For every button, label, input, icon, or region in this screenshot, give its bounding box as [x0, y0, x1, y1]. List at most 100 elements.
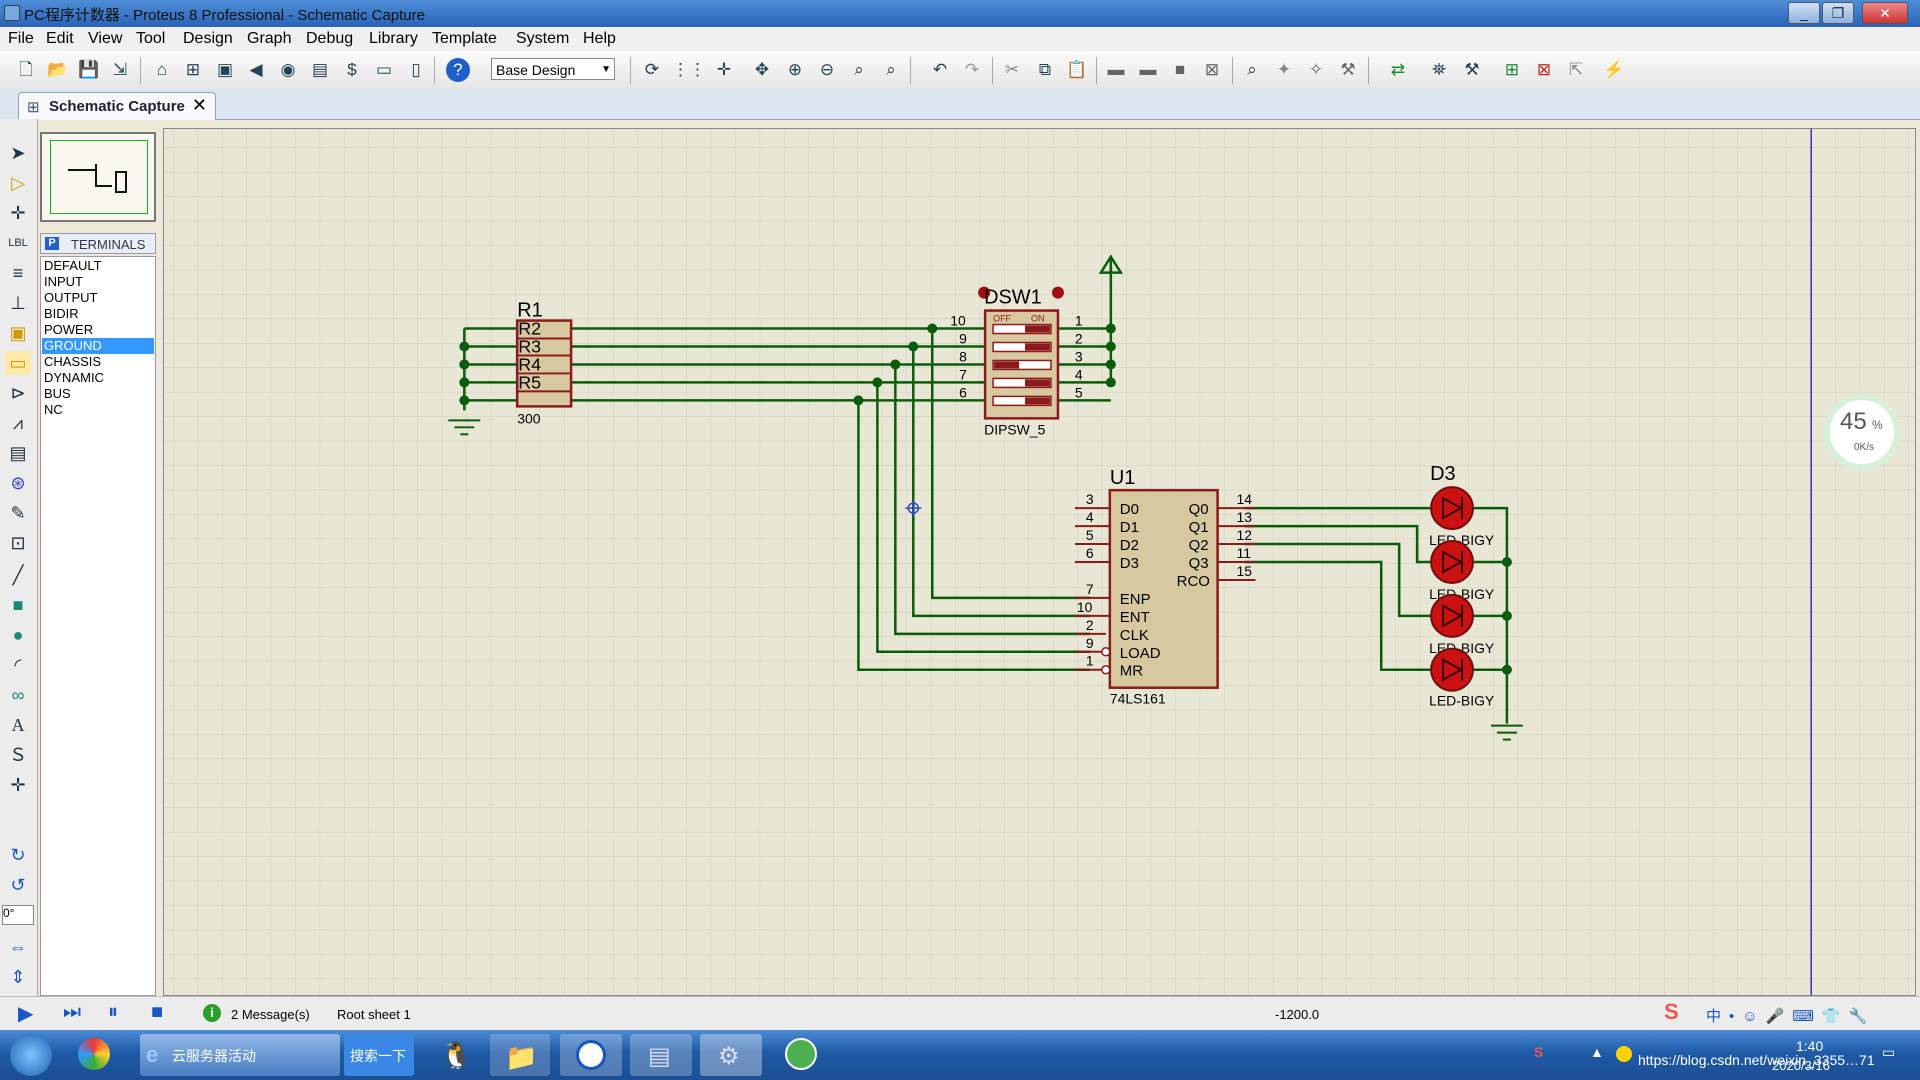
copy-icon[interactable]: ⧉: [1038, 60, 1052, 79]
selection-mode-icon[interactable]: ➤: [10, 143, 26, 163]
start-button[interactable]: [10, 1034, 52, 1076]
origin-icon[interactable]: ✛: [716, 60, 732, 79]
close-window-button[interactable]: ✕: [1862, 2, 1908, 24]
new-file-icon[interactable]: 🗋: [19, 60, 33, 79]
search-button[interactable]: 搜索一下: [344, 1034, 414, 1076]
menu-tool[interactable]: Tool: [136, 30, 166, 47]
network-speed-widget[interactable]: 45 % 0K/s: [1824, 394, 1900, 470]
import-icon[interactable]: ⇲: [112, 60, 128, 79]
terminal-item-dynamic[interactable]: DYNAMIC: [44, 370, 104, 385]
tape-recorder-icon[interactable]: ▤: [9, 443, 27, 463]
show-desktop-icon[interactable]: ▭: [1882, 1044, 1896, 1060]
packaging-icon[interactable]: ✧: [1308, 60, 1324, 79]
stop-simulation-icon[interactable]: ■: [151, 1001, 164, 1023]
rotation-angle-field[interactable]: 0°: [2, 905, 34, 925]
undo-icon[interactable]: ↶: [932, 60, 948, 79]
zoom-area-icon[interactable]: ⌕: [886, 60, 896, 79]
pause-simulation-icon[interactable]: ⏸: [108, 1001, 118, 1023]
pan-icon[interactable]: ✥: [754, 60, 770, 79]
block-move-icon[interactable]: ▬: [1139, 60, 1157, 79]
voltage-probe-icon[interactable]: ✎: [10, 503, 26, 523]
tray-expand-icon[interactable]: ▲: [1590, 1044, 1604, 1060]
search-tag-icon[interactable]: ⛯: [1432, 60, 1446, 79]
terminal-item-bidir[interactable]: BIDIR: [44, 306, 79, 321]
menu-edit[interactable]: Edit: [46, 30, 74, 47]
line-tool-icon[interactable]: ╱: [12, 565, 24, 585]
tab-schematic-capture[interactable]: ⊞ Schematic Capture ✕: [18, 92, 216, 120]
menu-file[interactable]: File: [8, 30, 34, 47]
device-pins-icon[interactable]: ⊳: [10, 383, 26, 403]
zoom-all-icon[interactable]: ⌕: [854, 60, 864, 79]
paste-icon[interactable]: 📋: [1066, 60, 1088, 79]
block-delete-icon[interactable]: ⊠: [1204, 60, 1220, 79]
generator-icon[interactable]: ⊛: [10, 473, 26, 493]
clock-date[interactable]: 2020/3/16: [1772, 1058, 1830, 1073]
junction-dot-icon[interactable]: ✛: [10, 203, 26, 223]
sogou-ime-icon[interactable]: S: [1664, 999, 1679, 1024]
led-4[interactable]: LED-BIGY: [1429, 647, 1494, 709]
back-icon[interactable]: ◀: [249, 60, 263, 79]
menu-debug[interactable]: Debug: [306, 30, 354, 47]
wire-autorouter-icon[interactable]: ⇄: [1390, 60, 1406, 79]
tray-status-icon[interactable]: [1616, 1046, 1632, 1062]
terminal-item-chassis[interactable]: CHASSIS: [44, 354, 102, 369]
graph-mode-icon[interactable]: ⩘: [12, 413, 24, 433]
ime-toolbar-icons[interactable]: 中•☺🎤⌨👕🔧: [1706, 1008, 1876, 1025]
minimize-button[interactable]: _: [1788, 2, 1820, 24]
decompose-icon[interactable]: ⚒: [1340, 60, 1356, 79]
component-mode-icon[interactable]: ▷: [11, 173, 25, 193]
close-tab-icon[interactable]: ✕: [191, 95, 207, 115]
menu-help[interactable]: Help: [583, 30, 616, 47]
marker-tool-icon[interactable]: ✛: [10, 775, 26, 795]
home-icon[interactable]: ⌂: [156, 60, 168, 79]
terminals-mode-icon[interactable]: ▭: [5, 351, 31, 375]
electrical-rule-check-icon[interactable]: ⚡: [1603, 60, 1625, 79]
proteus-taskbar-icon[interactable]: ▤: [630, 1034, 692, 1076]
block-copy-icon[interactable]: ▬: [1107, 60, 1125, 79]
terminal-item-bus[interactable]: BUS: [44, 386, 71, 401]
zoom-out-icon[interactable]: ⊖: [819, 60, 835, 79]
message-count[interactable]: 2 Message(s): [231, 1007, 310, 1022]
arc-tool-icon[interactable]: ◜: [14, 655, 22, 675]
flip-vertical-icon[interactable]: ⇕: [10, 967, 26, 987]
sogou-tray-icon[interactable]: S: [1534, 1044, 1544, 1060]
led-d3[interactable]: D3 LED-BIGY: [1429, 463, 1494, 548]
terminal-item-power[interactable]: POWER: [44, 322, 94, 337]
step-simulation-icon[interactable]: ⏭: [63, 1001, 81, 1023]
open-folder-icon[interactable]: 📂: [47, 60, 69, 79]
refresh-icon[interactable]: ⟳: [644, 60, 660, 79]
document-icon[interactable]: ▯: [411, 60, 421, 79]
menu-view[interactable]: View: [88, 30, 123, 47]
dip-switch-dsw1[interactable]: DSW1 OFF ON 10 9 8 7 6 1 2 3 4 5 DIPSW_5: [950, 287, 1083, 438]
pick-devices-button[interactable]: P: [45, 237, 59, 250]
circle-tool-icon[interactable]: ●: [12, 625, 24, 645]
property-assignment-icon[interactable]: ⚒: [1464, 60, 1480, 79]
recorder-app-icon[interactable]: [560, 1034, 622, 1076]
360-security-icon[interactable]: [78, 1038, 110, 1070]
menu-graph[interactable]: Graph: [247, 30, 292, 47]
pick-device-icon[interactable]: ⌕: [1247, 60, 1257, 79]
path-tool-icon[interactable]: ∞: [11, 685, 25, 705]
taskbar-ie-window[interactable]: e 云服务器活动: [140, 1034, 340, 1076]
bom-icon[interactable]: ▤: [311, 60, 329, 79]
grid-toggle-icon[interactable]: ⋮⋮: [672, 60, 706, 79]
schematic-icon[interactable]: ⊞: [185, 60, 201, 79]
symbol-tool-icon[interactable]: Ｓ: [9, 745, 27, 765]
text-script-icon[interactable]: ≡: [12, 263, 24, 283]
rotate-anticlockwise-icon[interactable]: ↺: [10, 875, 26, 895]
play-simulation-icon[interactable]: ▶: [18, 1003, 34, 1025]
zoom-in-icon[interactable]: ⊕: [787, 60, 803, 79]
wire-label-icon[interactable]: LBL: [8, 237, 28, 249]
maximize-button[interactable]: ❐: [1822, 2, 1854, 24]
led-3[interactable]: LED-BIGY: [1429, 593, 1494, 656]
bus-icon[interactable]: ⊥: [10, 293, 26, 313]
terminal-item-default[interactable]: DEFAULT: [44, 258, 102, 273]
terminal-item-input[interactable]: INPUT: [44, 274, 83, 289]
counter-ic-u1[interactable]: U1 3 4 5 6 7 10 2 9 1 14 13 12 11 15 D0 …: [1074, 467, 1256, 707]
design-variant-select[interactable]: Base Design▼: [491, 58, 615, 80]
schematic-canvas[interactable]: R1 R2 R3 R4 R5 300 DSW1 OFF ON 10 9 8 7 …: [163, 128, 1916, 996]
source-code-icon[interactable]: ▭: [375, 60, 393, 79]
subcircuit-icon[interactable]: ▣: [9, 323, 27, 343]
terminal-item-ground[interactable]: GROUND: [42, 338, 154, 354]
remove-sheet-icon[interactable]: ⊠: [1536, 60, 1552, 79]
